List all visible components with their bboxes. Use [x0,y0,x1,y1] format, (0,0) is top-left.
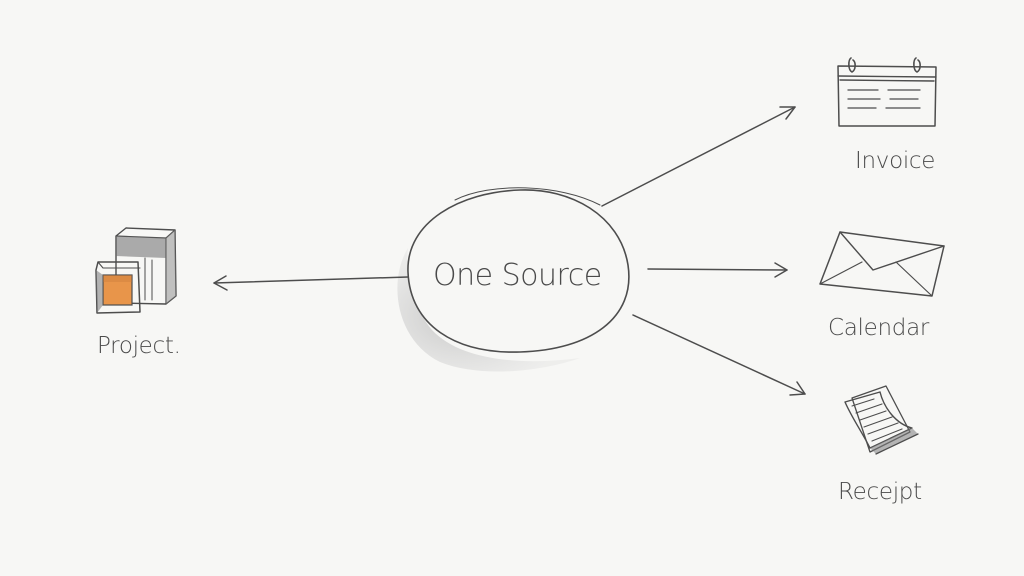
center-node-outline [407,189,630,353]
project-label: Project. [97,333,181,359]
center-node-outline-retrace [454,187,601,206]
calendar-node: Calendar [819,231,945,341]
arrow-to-receipt [632,314,806,396]
center-node-label: One Source [433,258,602,293]
receipt-label: Recejpt [838,479,922,505]
project-node: Project. [95,227,181,359]
files-stack-icon [95,227,177,314]
center-node-shadow [397,248,580,372]
envelope-icon [819,231,945,297]
invoice-label: Invoice [855,148,935,174]
receipt-node: Recejpt [838,385,922,505]
calendar-label: Calendar [828,315,930,341]
arrow-to-project [213,275,409,291]
calendar-icon [837,57,937,127]
center-node: One Source [397,187,630,372]
arrow-to-invoice [601,106,796,207]
arrow-to-calendar [647,262,788,278]
invoice-node: Invoice [837,57,937,174]
paper-sheets-icon [844,385,919,455]
